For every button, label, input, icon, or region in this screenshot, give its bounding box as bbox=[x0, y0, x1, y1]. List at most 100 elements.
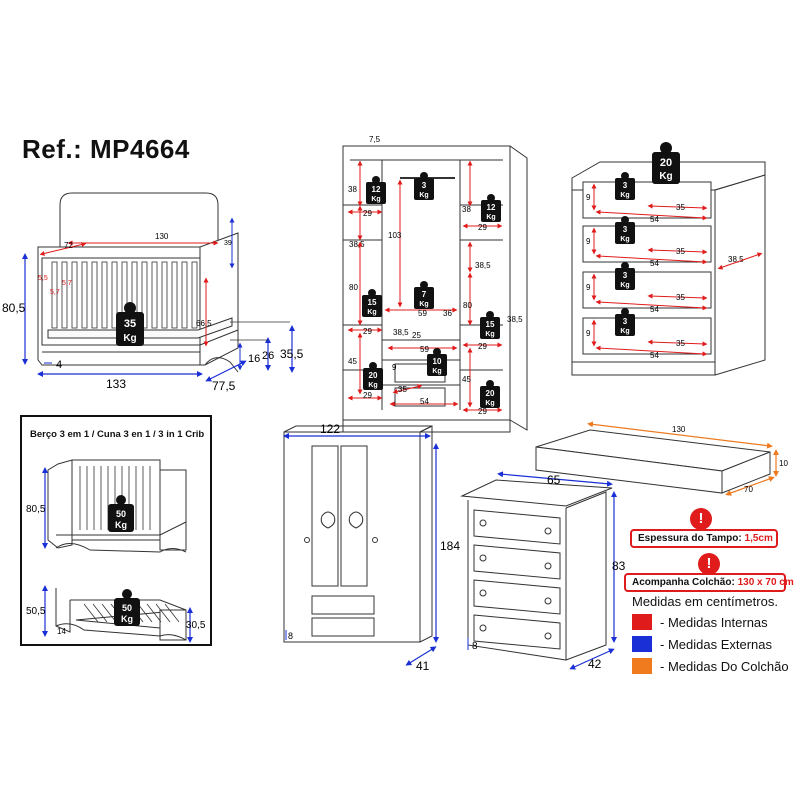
wi-weight: 15 bbox=[486, 320, 495, 329]
wi-weight-unit: Kg bbox=[419, 301, 428, 308]
drawer-knob bbox=[544, 597, 552, 605]
wi-top: 7,5 bbox=[369, 135, 381, 144]
dresser-interior-dimensions: 38,5 bbox=[717, 252, 763, 270]
mattress-drawing bbox=[535, 429, 771, 494]
units-note: Medidas em centímetros. bbox=[632, 594, 778, 609]
dresser-exterior-drawing bbox=[460, 479, 613, 661]
crib-slat bbox=[111, 261, 118, 329]
di-drawer-weight-unit: Kg bbox=[620, 236, 629, 243]
mode1-height: 80,5 bbox=[26, 504, 46, 515]
wi-drawer-w: 35 bbox=[398, 385, 407, 394]
crib-mode-1-dimensions: 80,5 bbox=[26, 467, 48, 549]
top-thickness-value: 1,5cm bbox=[744, 533, 773, 544]
drawer-knob bbox=[479, 519, 487, 527]
crib-drawing bbox=[37, 192, 239, 373]
mattress-length: 130 bbox=[672, 425, 686, 434]
ref-title: Ref.: MP4664 bbox=[22, 134, 190, 164]
di-drawer-height: 9 bbox=[586, 329, 591, 338]
di-drawer-w1: 54 bbox=[650, 215, 659, 224]
wi-drawer-w2: 54 bbox=[420, 397, 429, 406]
legend-swatch bbox=[632, 658, 652, 674]
crib-rail-1: 5,5 bbox=[38, 275, 48, 282]
di-drawer-w2: 35 bbox=[676, 293, 685, 302]
di-drawer-height: 9 bbox=[586, 283, 591, 292]
crib-weight-tag: 35 Kg bbox=[116, 302, 144, 346]
crib-height-label: 80,5 bbox=[2, 301, 26, 315]
mattress-note-label: Acompanha Colchão: bbox=[632, 577, 735, 588]
di-drawer-w2: 35 bbox=[676, 247, 685, 256]
dresser-width: 65 bbox=[547, 473, 561, 487]
wi-drawer-h: 25 bbox=[412, 331, 421, 340]
mattress-note-value: 130 x 70 cm bbox=[737, 577, 794, 588]
top-thickness-label: Espessura do Tampo: bbox=[638, 533, 742, 544]
crib-modes-title: Berço 3 em 1 / Cuna 3 en 1 / 3 in 1 Crib bbox=[30, 429, 205, 440]
wi-hanging: 103 bbox=[388, 231, 402, 240]
wi-width-r3: 29 bbox=[478, 407, 487, 416]
wi-weight: 10 bbox=[433, 357, 442, 366]
di-top-weight-unit: Kg bbox=[659, 171, 672, 182]
drawer-knob bbox=[544, 562, 552, 570]
legend-item: - Medidas Externas bbox=[632, 634, 772, 654]
drawer-knob bbox=[544, 632, 552, 640]
wi-weight: 20 bbox=[369, 371, 378, 380]
di-drawer-w1: 54 bbox=[650, 351, 659, 360]
mode2-right: 30,5 bbox=[186, 620, 206, 631]
wi-shelf-l2: 38,5 bbox=[349, 240, 365, 249]
wi-width-c: 59 bbox=[418, 309, 427, 318]
crib-weight: 35 bbox=[124, 318, 136, 330]
crib-side-low: 16 bbox=[248, 353, 260, 365]
mode2-slat bbox=[137, 603, 153, 623]
mode2-weight-unit: Kg bbox=[121, 614, 133, 624]
wardrobe-interior-dimensions: 7,5 38 29 38,5 80 29 45 29 103 59 36 38,… bbox=[347, 135, 523, 416]
dresser-drawer bbox=[473, 614, 561, 650]
crib-mode-2-dimensions: 50,5 30,5 14 bbox=[26, 585, 206, 643]
legend-label: - Medidas Externas bbox=[660, 636, 772, 652]
wi-shelf-l1: 38 bbox=[348, 185, 357, 194]
wi-shelf-r3: 80 bbox=[463, 301, 472, 310]
wi-shelf-r1: 38 bbox=[462, 205, 471, 214]
crib-slat bbox=[171, 261, 178, 329]
crib-headboard: 39 bbox=[224, 240, 232, 247]
wi-width-c3: 59 bbox=[420, 345, 429, 354]
crib-weight-unit: Kg bbox=[123, 333, 136, 344]
mode1-weight: 50 bbox=[116, 509, 126, 519]
dresser-drawer bbox=[473, 509, 561, 545]
mode2-base: 14 bbox=[57, 627, 66, 636]
wi-weight-unit: Kg bbox=[371, 196, 380, 203]
mode2-slat bbox=[155, 603, 171, 623]
crib-side-height: 35,5 bbox=[280, 347, 304, 361]
wi-weight: 12 bbox=[487, 203, 496, 212]
mode2-slat bbox=[92, 603, 108, 623]
wi-depth: 38,5 bbox=[507, 315, 523, 324]
dresser-top-weight-tag: 20 Kg bbox=[652, 142, 680, 184]
crib-width-label: 133 bbox=[106, 377, 126, 391]
dresser-drawer bbox=[473, 579, 561, 615]
wi-weight-unit: Kg bbox=[367, 309, 376, 316]
wardrobe-exterior-dimensions: 122 184 41 8 bbox=[283, 422, 460, 673]
wi-weight-unit: Kg bbox=[486, 214, 495, 221]
di-drawer-w1: 54 bbox=[650, 305, 659, 314]
crib-mode-2-weight-tag: 50 Kg bbox=[114, 589, 140, 626]
wi-width-l2: 29 bbox=[363, 327, 372, 336]
dresser-exterior-dimensions: 65 83 42 8 bbox=[467, 471, 626, 671]
mode2-slat bbox=[164, 603, 180, 623]
crib-mode-1 bbox=[47, 459, 187, 553]
wi-width-r1: 29 bbox=[478, 223, 487, 232]
wi-width-l3: 29 bbox=[363, 391, 372, 400]
legend-swatch bbox=[632, 636, 652, 652]
wi-drawer-h-label: 38,5 bbox=[393, 328, 409, 337]
crib-inner-height: 66,5 bbox=[196, 319, 212, 328]
di-drawer-weight: 3 bbox=[623, 271, 628, 280]
crib-base-label: 4 bbox=[56, 359, 62, 371]
crib-mattress-base bbox=[47, 317, 233, 339]
crib-slat bbox=[61, 261, 68, 329]
